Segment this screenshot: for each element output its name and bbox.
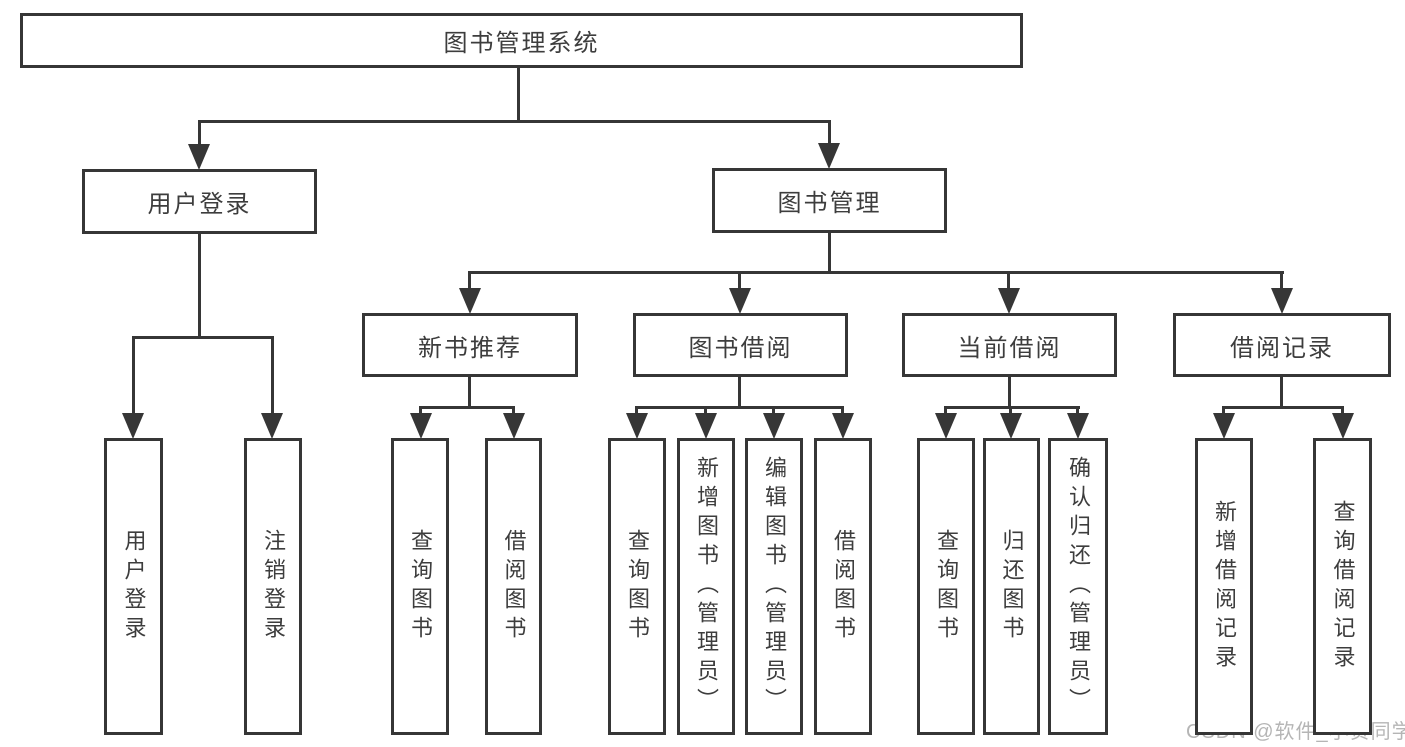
connector-line: [517, 68, 520, 122]
connector-line: [1222, 406, 1343, 409]
node-leaf-add-books-admin: 新增图书（管理员）: [677, 438, 735, 735]
arrowhead-down-icon: [503, 413, 525, 439]
connector-line: [468, 271, 1284, 274]
node-book-borrowing: 图书借阅: [633, 313, 848, 377]
connector-line: [198, 120, 831, 123]
node-leaf-return-books: 归还图书: [983, 438, 1040, 735]
node-new-book-recommend: 新书推荐: [362, 313, 578, 377]
arrowhead-down-icon: [729, 288, 751, 314]
node-leaf-query-books-recommend: 查询图书: [391, 438, 449, 735]
connector-line: [1280, 377, 1283, 409]
connector-line: [738, 271, 741, 297]
node-leaf-query-borrow-record: 查询借阅记录: [1313, 438, 1372, 735]
connector-line: [419, 406, 515, 409]
node-leaf-query-books-borrow: 查询图书: [608, 438, 666, 735]
node-leaf-edit-books-admin: 编辑图书（管理员）: [745, 438, 803, 735]
node-leaf-borrow-books-recommend: 借阅图书: [485, 438, 542, 735]
arrowhead-down-icon: [410, 413, 432, 439]
arrowhead-down-icon: [122, 413, 144, 439]
connector-line: [198, 233, 201, 339]
arrowhead-down-icon: [626, 413, 648, 439]
node-borrowing-records: 借阅记录: [1173, 313, 1391, 377]
connector-line: [828, 233, 831, 273]
connector-line: [828, 120, 831, 150]
connector-line: [944, 406, 1080, 409]
connector-line: [468, 271, 471, 297]
connector-line: [271, 336, 274, 418]
connector-line: [1008, 377, 1011, 409]
arrowhead-down-icon: [695, 413, 717, 439]
connector-line: [468, 377, 471, 409]
arrowhead-down-icon: [818, 143, 840, 169]
node-book-management: 图书管理: [712, 168, 947, 233]
node-leaf-user-login: 用户登录: [104, 438, 163, 735]
node-library-management-system: 图书管理系统: [20, 13, 1023, 68]
arrowhead-down-icon: [188, 144, 210, 170]
connector-line: [198, 120, 201, 150]
connector-line: [1007, 271, 1010, 297]
connector-line: [635, 406, 844, 409]
arrowhead-down-icon: [832, 413, 854, 439]
node-leaf-borrow-books: 借阅图书: [814, 438, 872, 735]
node-leaf-confirm-return-admin: 确认归还（管理员）: [1048, 438, 1108, 735]
node-current-borrowing: 当前借阅: [902, 313, 1117, 377]
connector-line: [1280, 271, 1283, 297]
arrowhead-down-icon: [459, 288, 481, 314]
arrowhead-down-icon: [1067, 413, 1089, 439]
arrowhead-down-icon: [935, 413, 957, 439]
connector-line: [738, 377, 741, 409]
arrowhead-down-icon: [998, 288, 1020, 314]
node-leaf-logout: 注销登录: [244, 438, 302, 735]
node-user-login: 用户登录: [82, 169, 317, 234]
node-leaf-add-borrow-record: 新增借阅记录: [1195, 438, 1253, 735]
node-leaf-query-books-current: 查询图书: [917, 438, 975, 735]
arrowhead-down-icon: [1332, 413, 1354, 439]
arrowhead-down-icon: [261, 413, 283, 439]
arrowhead-down-icon: [1000, 413, 1022, 439]
arrowhead-down-icon: [1213, 413, 1235, 439]
connector-line: [132, 336, 135, 418]
arrowhead-down-icon: [763, 413, 785, 439]
arrowhead-down-icon: [1271, 288, 1293, 314]
connector-line: [132, 336, 274, 339]
